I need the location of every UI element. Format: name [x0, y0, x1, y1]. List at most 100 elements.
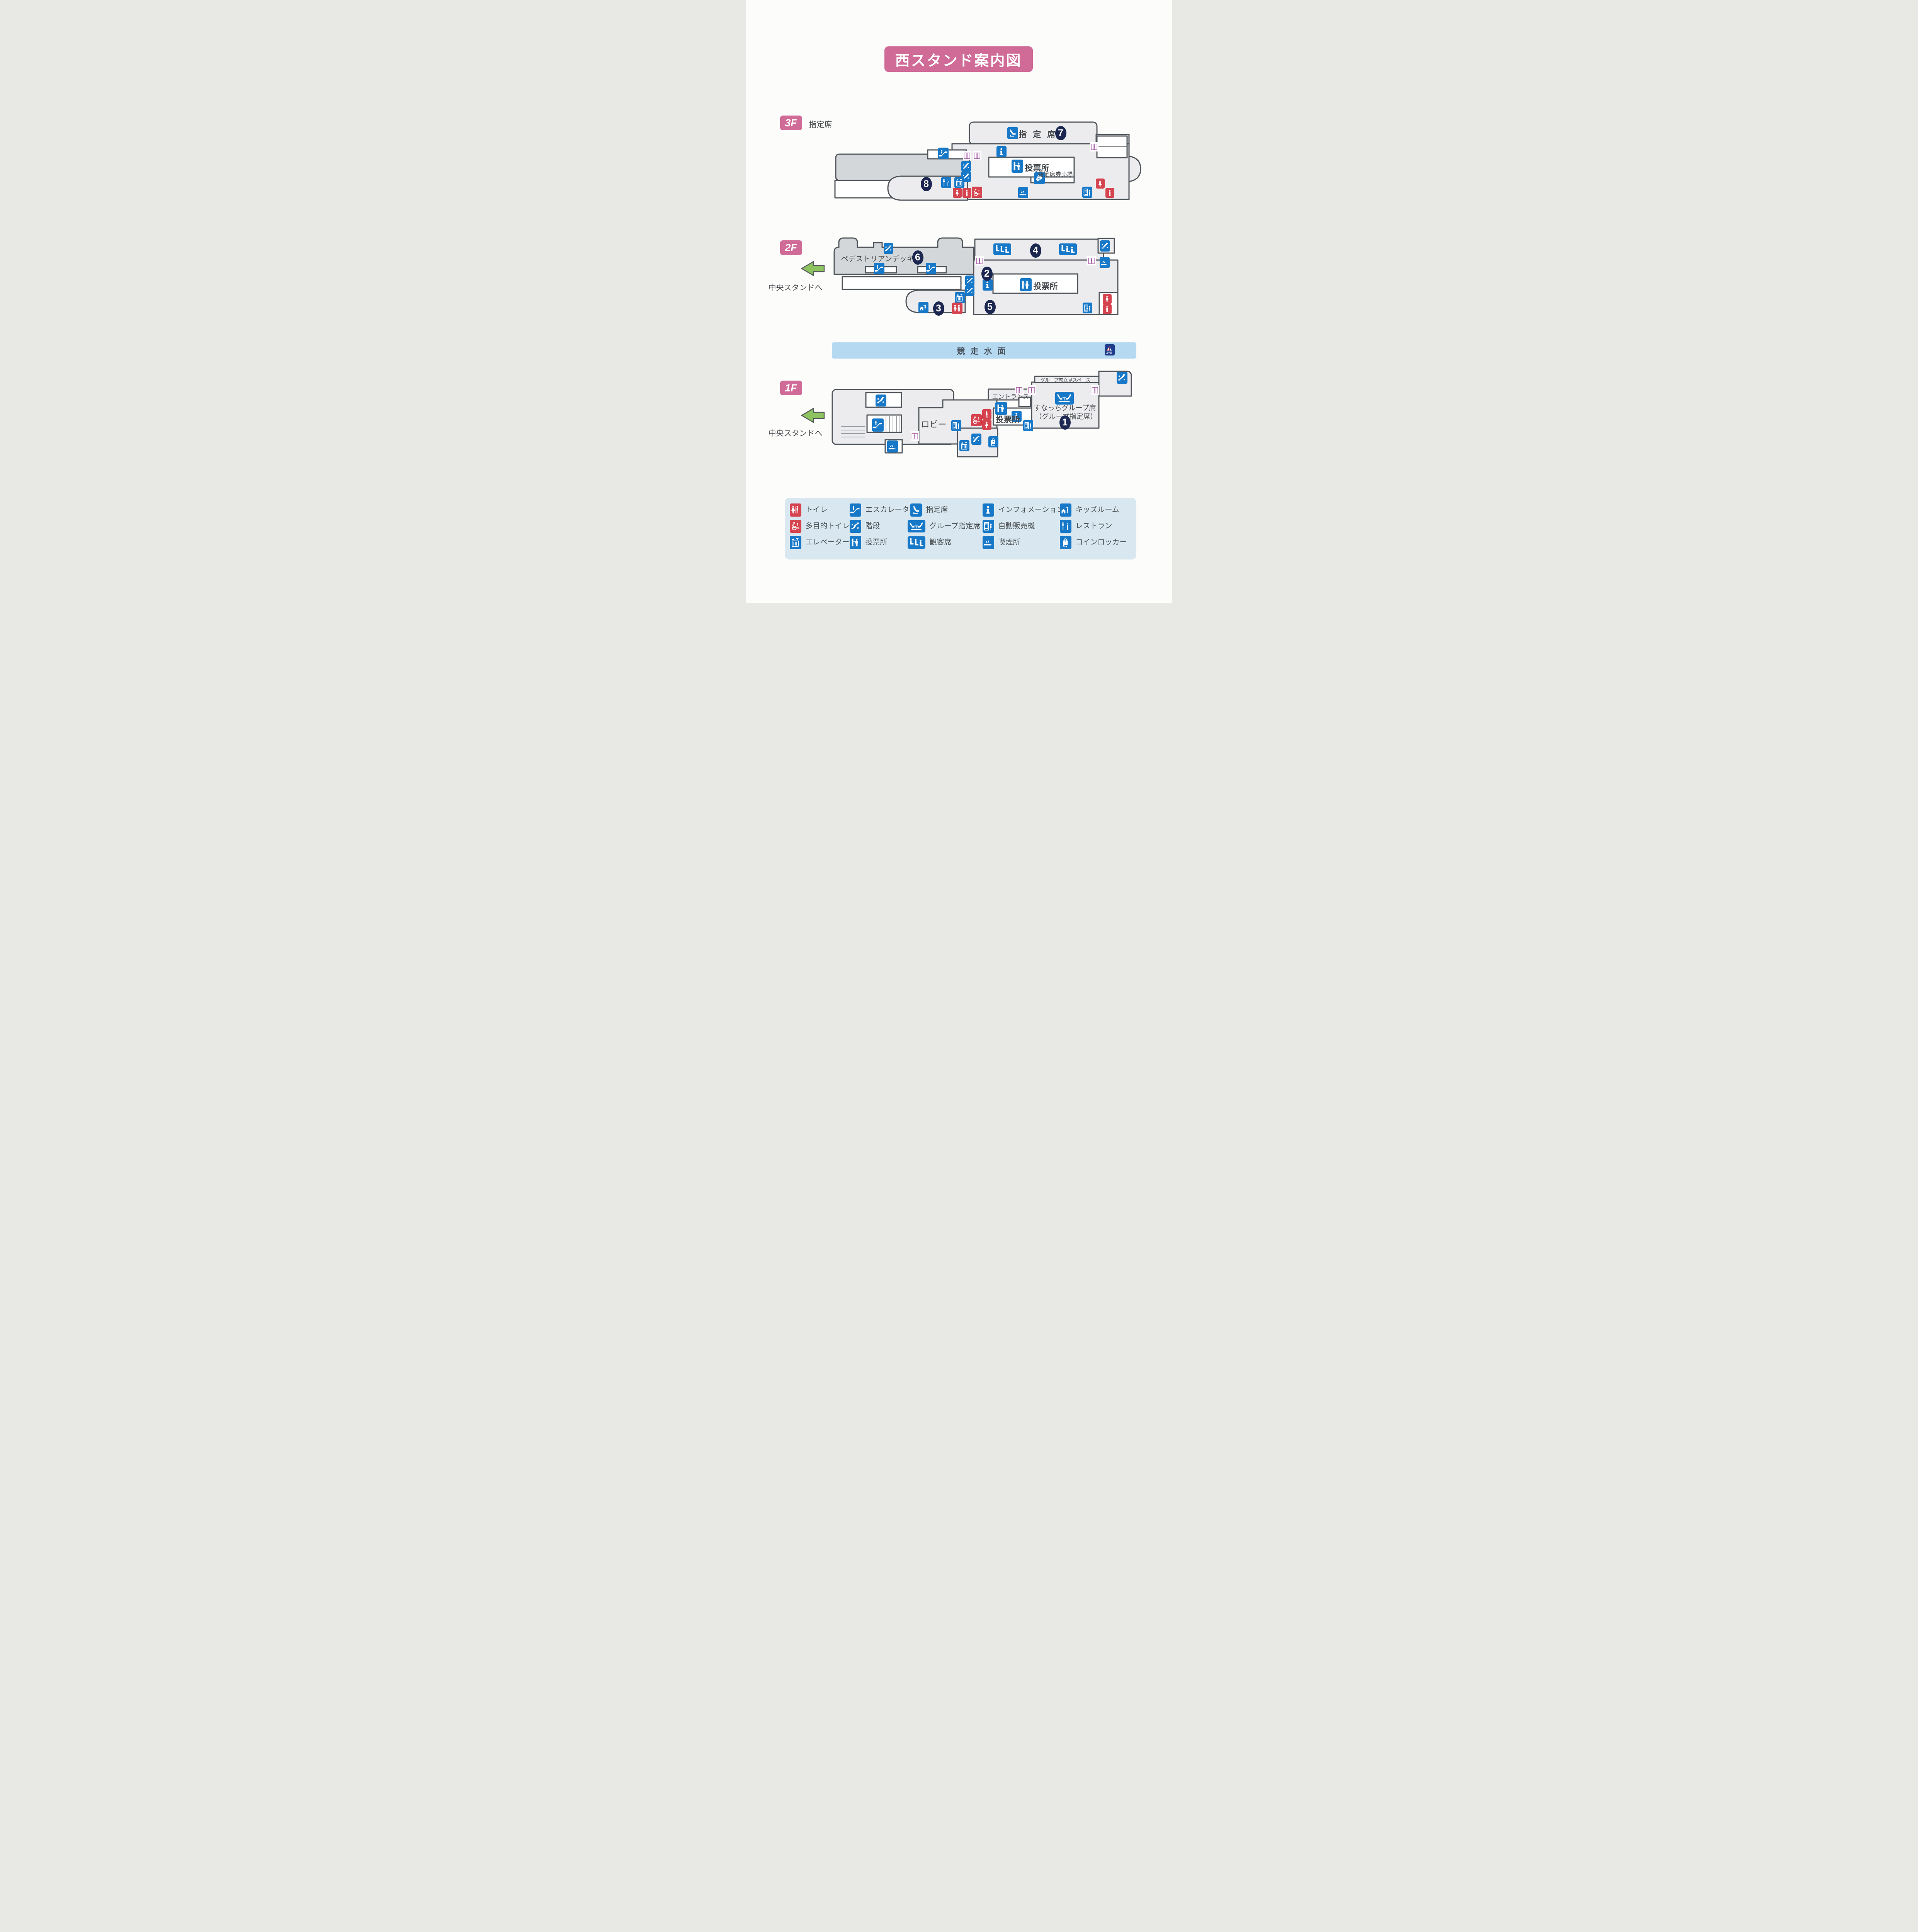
scanned-guide-page: 西スタンド案内図 3F 指定席 2F 1F 中央スタンドへ 中央スタンドへ 競走… [746, 0, 1172, 603]
vending-icon [951, 420, 961, 431]
map-label: すなっちグループ席 [1034, 404, 1096, 412]
kids-icon [1059, 503, 1071, 517]
door-icon [975, 256, 984, 265]
spectator-icon [1059, 243, 1077, 255]
stairs-icon [849, 520, 861, 533]
restaurant-icon [941, 177, 951, 188]
multipurpose-icon: WC [789, 520, 801, 533]
female-icon [1095, 179, 1105, 189]
door-icon [910, 431, 919, 441]
floor-badge-2f: 2F [780, 240, 802, 255]
location-number-badge: 4 [1030, 243, 1041, 258]
escalator-icon [874, 263, 884, 274]
floor-3f-outline [834, 121, 1141, 201]
spectator-icon [993, 243, 1011, 255]
elevator-icon [959, 440, 969, 451]
male-icon [1105, 188, 1114, 198]
restaurant-icon [1059, 520, 1071, 533]
elevator-icon [954, 292, 965, 303]
legend-label: キッズルーム [1075, 506, 1119, 514]
female-icon [952, 188, 962, 198]
door-icon [1090, 142, 1098, 151]
info-icon [982, 279, 993, 291]
spectator-icon [907, 536, 925, 549]
floor-3f-note: 指定席 [809, 121, 832, 129]
door-icon [962, 151, 971, 160]
location-number-badge: 8 [920, 177, 932, 191]
legend-label: 自動販売機 [998, 522, 1035, 530]
map-label: 指 定 席 [1019, 130, 1058, 139]
ticket-icon [1034, 172, 1045, 184]
smoking-icon [982, 536, 994, 549]
vending-icon [1023, 420, 1033, 431]
info-icon [996, 146, 1007, 157]
legend-label: 階段 [865, 522, 880, 530]
legend-label: エレベーター [805, 538, 850, 546]
stairs-icon [883, 243, 893, 254]
sailboat-icon [1104, 344, 1115, 355]
multipurpose-icon: WC [971, 187, 982, 198]
race-water-label: 競走水面 [957, 347, 1011, 356]
multipurpose-icon: WC [971, 414, 982, 426]
svg-text:WC: WC [978, 193, 981, 195]
legend-panel [784, 498, 1136, 560]
elevator-icon [789, 536, 801, 549]
floor-1f-outline [831, 371, 1132, 457]
stairs-icon [965, 286, 974, 296]
door-icon [973, 151, 981, 160]
door-icon [1015, 385, 1024, 395]
male-icon [962, 188, 971, 198]
map-label: 投票所 [1025, 164, 1049, 173]
stairs-icon [971, 434, 981, 445]
direction-arrow-1f [801, 408, 825, 423]
svg-text:WC: WC [796, 527, 800, 529]
location-number-badge: 2 [981, 267, 993, 281]
floor-badge-3f: 3F [780, 116, 802, 130]
legend-label: 多目的トイレ [805, 522, 850, 530]
female-icon [982, 420, 991, 430]
legend-label: レストラン [1075, 522, 1112, 530]
female-icon [1102, 294, 1112, 304]
to-central-stand-label-2f: 中央スタンドへ [768, 284, 823, 292]
to-central-stand-label-1f: 中央スタンドへ [768, 429, 823, 438]
betting-icon [849, 536, 861, 549]
groupseat-icon [907, 520, 925, 532]
locker-icon [988, 436, 998, 447]
map-label: ペデストリアンデッキ [841, 255, 914, 263]
info-icon [982, 503, 994, 517]
elevator-icon [954, 177, 964, 188]
betting-icon [995, 402, 1007, 415]
legend-label: コインロッカー [1075, 538, 1127, 546]
info-icon [1011, 411, 1022, 422]
legend-label: インフォメーション [998, 506, 1064, 514]
stairs-icon [965, 276, 974, 286]
toilet-icon [789, 503, 801, 517]
legend-label: グループ指定席 [929, 522, 981, 530]
location-number-badge: 7 [1055, 126, 1066, 140]
seat-icon [910, 503, 922, 517]
groupseat-icon [1055, 392, 1074, 405]
legend-label: 観客席 [929, 538, 952, 546]
betting-icon [1020, 278, 1032, 291]
escalator-icon [872, 418, 884, 432]
location-number-badge: 1 [1059, 415, 1071, 430]
door-icon [1027, 385, 1036, 395]
door-icon [1087, 256, 1096, 265]
stairs-icon [1100, 240, 1110, 252]
page-title: 西スタンド案内図 [884, 46, 1033, 72]
legend-label: 投票所 [865, 538, 888, 546]
race-water-band [831, 342, 1136, 359]
escalator-icon [849, 503, 861, 517]
smoking-icon [1099, 257, 1110, 268]
location-number-badge: 3 [933, 301, 944, 316]
direction-arrow-2f [801, 261, 825, 276]
legend-label: 指定席 [926, 506, 948, 514]
location-number-badge: 6 [912, 250, 923, 265]
stairs-icon [1116, 372, 1127, 384]
legend-label: エスカレーター [865, 506, 917, 514]
map-label: 投票所 [995, 415, 1020, 424]
location-number-badge: 5 [984, 300, 996, 314]
male-icon [982, 409, 991, 420]
locker-icon [1059, 536, 1071, 549]
smoking-icon [887, 440, 898, 452]
